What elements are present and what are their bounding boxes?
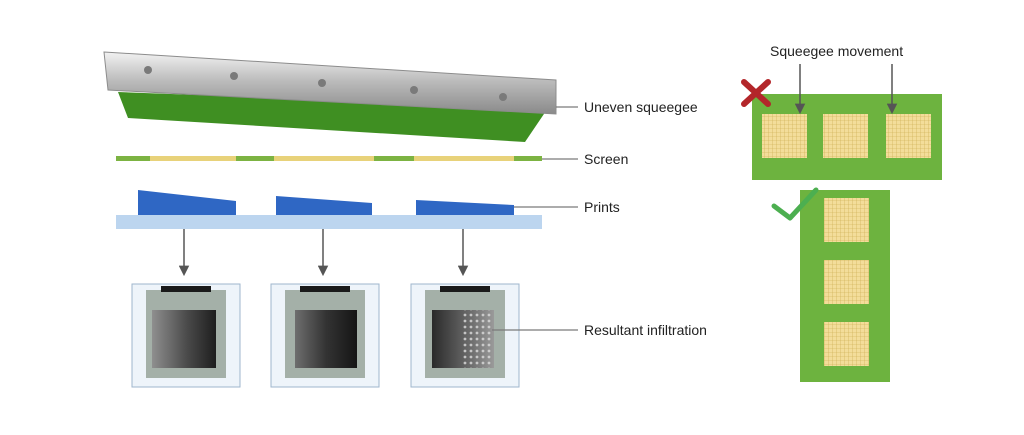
board-wrong-orientation: [752, 94, 942, 180]
infiltration-arrows: [178, 229, 469, 277]
screen-mesh: [116, 156, 542, 161]
print-3: [416, 200, 514, 215]
label-squeegee-movement: Squeegee movement: [770, 43, 903, 59]
board-right-orientation: [800, 190, 890, 382]
cross-icon: [741, 79, 771, 107]
substrate: [116, 215, 542, 229]
prints: [116, 190, 542, 229]
cross-section-3: [410, 283, 520, 388]
leader-lines: [492, 106, 578, 331]
label-prints: Prints: [584, 199, 620, 215]
movement-arrows: [794, 64, 898, 115]
cross-section-1: [131, 283, 241, 388]
print-2: [276, 196, 372, 215]
print-1: [138, 190, 236, 215]
squeegee-holes: [144, 66, 507, 101]
squeegee-body: [103, 51, 557, 115]
label-resultant-infiltration: Resultant infiltration: [584, 322, 707, 338]
label-uneven-squeegee: Uneven squeegee: [584, 99, 698, 115]
check-icon: [771, 187, 819, 221]
cross-section-2: [270, 283, 380, 388]
label-screen: Screen: [584, 151, 628, 167]
uneven-squeegee: [103, 51, 557, 142]
